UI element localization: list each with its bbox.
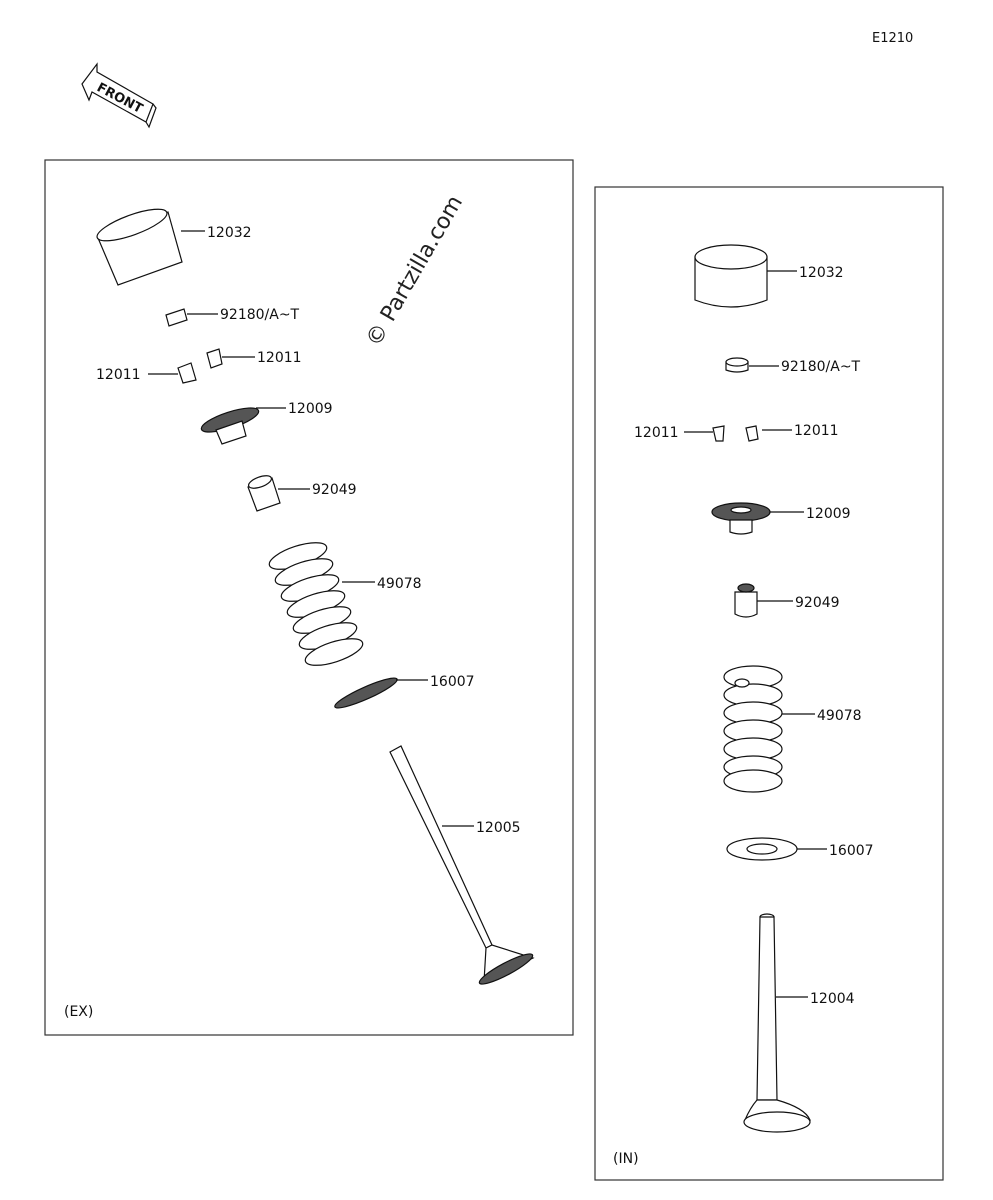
exhaust-section: (EX) 12032 92180/A~T 12011 12011	[44, 159, 574, 1036]
ex-shim-label: 92180/A~T	[220, 307, 300, 323]
intake-section-label: (IN)	[613, 1151, 639, 1167]
ex-seal-label: 92049	[312, 482, 357, 498]
in-spring-label: 49078	[817, 708, 862, 724]
watermark: © Partzilla.com	[362, 191, 469, 351]
ex-seat-part: 16007	[334, 674, 475, 709]
in-lifter-part: 12032	[694, 244, 844, 308]
ex-valve-part: 12005	[389, 745, 535, 985]
in-shim-label: 92180/A~T	[781, 359, 861, 375]
in-keeper-right-part: 12011	[745, 423, 839, 442]
ex-keeper-left-part: 12011	[96, 362, 197, 384]
ex-lifter-label: 12032	[207, 225, 252, 241]
in-seal-label: 92049	[795, 595, 840, 611]
ex-lifter-part: 12032	[96, 208, 252, 286]
in-seat-label: 16007	[829, 843, 874, 859]
in-shim-part: 92180/A~T	[725, 357, 861, 375]
ex-shim-part: 92180/A~T	[165, 307, 300, 327]
exhaust-frame	[44, 159, 574, 1036]
ex-seat-label: 16007	[430, 674, 475, 690]
ex-retainer-part: 12009	[200, 401, 333, 445]
in-keeper-left-part: 12011	[634, 425, 725, 442]
ex-keeper-right-label: 12011	[257, 350, 302, 366]
intake-section: (IN) 12032 92180/A~T 12011 12011	[594, 186, 944, 1181]
in-seat-part: 16007	[726, 837, 874, 861]
ex-seal-part: 92049	[247, 475, 357, 512]
ex-spring-part: 49078	[268, 542, 422, 666]
ex-keeper-left-label: 12011	[96, 367, 141, 383]
intake-frame	[594, 186, 944, 1181]
ex-valve-label: 12005	[476, 820, 521, 836]
in-seal-part: 92049	[734, 583, 840, 618]
in-lifter-label: 12032	[799, 265, 844, 281]
ex-keeper-right-part: 12011	[206, 348, 302, 369]
in-spring-part: 49078	[723, 665, 862, 793]
in-retainer-part: 12009	[711, 502, 851, 535]
in-keeper-right-label: 12011	[794, 423, 839, 439]
in-keeper-left-label: 12011	[634, 425, 679, 441]
ex-retainer-label: 12009	[288, 401, 333, 417]
diagram-code: E1210	[872, 31, 913, 46]
front-arrow-icon: FRONT	[81, 62, 157, 129]
ex-spring-label: 49078	[377, 576, 422, 592]
in-valve-label: 12004	[810, 991, 855, 1007]
exhaust-section-label: (EX)	[64, 1004, 93, 1020]
in-valve-part: 12004	[743, 913, 855, 1133]
in-retainer-label: 12009	[806, 506, 851, 522]
